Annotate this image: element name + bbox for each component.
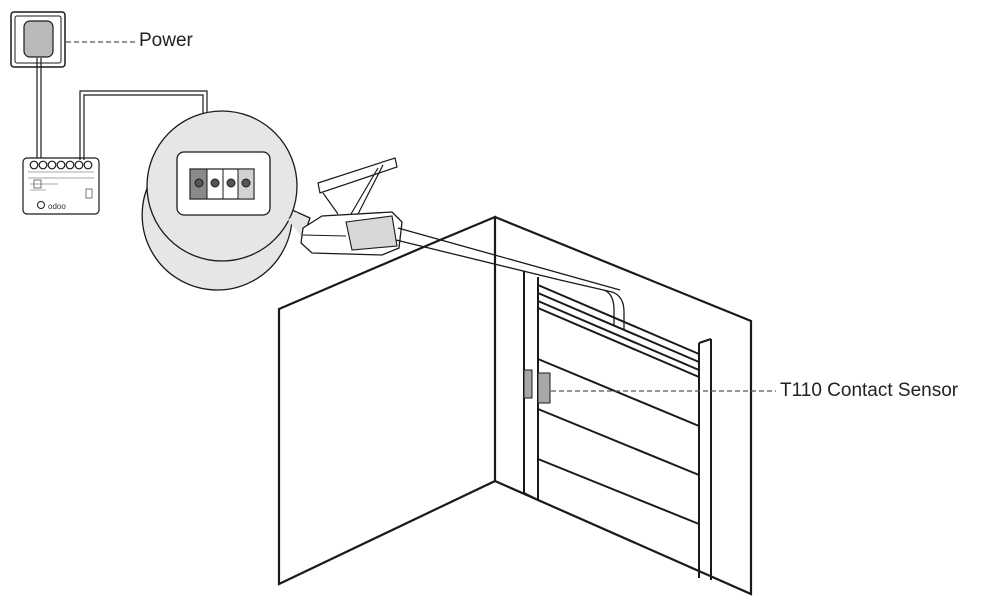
contact-sensor-label: T110 Contact Sensor xyxy=(780,380,959,401)
opener-rail xyxy=(395,227,625,330)
relay-module: odoo xyxy=(22,157,100,215)
power-adapter xyxy=(10,11,66,68)
garage-door xyxy=(523,271,712,580)
contact-sensor xyxy=(523,369,551,404)
svg-text:odoo: odoo xyxy=(48,202,66,211)
power-cable xyxy=(36,58,42,160)
garage-wall xyxy=(277,215,753,596)
garage-opener-motor xyxy=(300,157,403,256)
terminal-zoom-bubble xyxy=(141,110,311,291)
power-label: Power xyxy=(139,30,193,51)
